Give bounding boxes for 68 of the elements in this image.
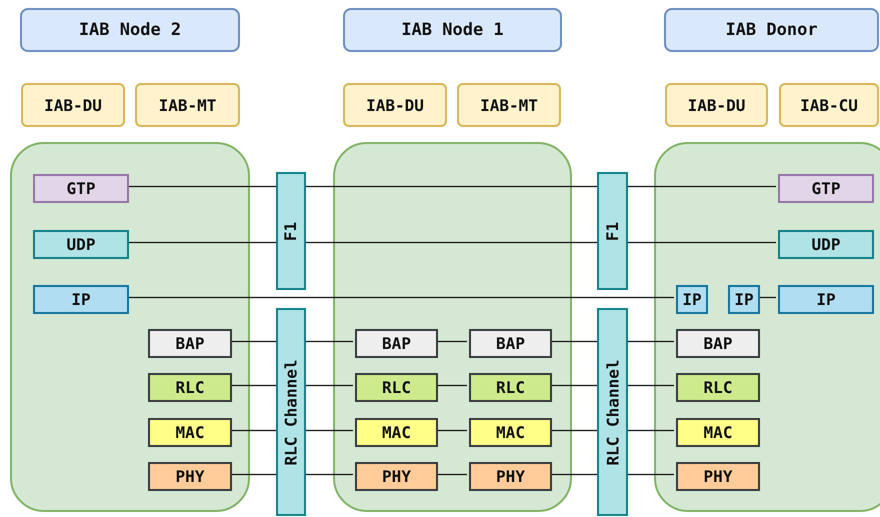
node-panel xyxy=(654,142,880,512)
connector-line xyxy=(127,296,674,298)
protocol-layer: BAP xyxy=(355,329,438,358)
protocol-layer: PHY xyxy=(148,462,232,491)
connector-line xyxy=(230,474,276,476)
protocol-layer: BAP xyxy=(469,329,552,358)
function-label: IAB-MT xyxy=(135,83,240,127)
interface-bar: F1 xyxy=(276,172,306,290)
protocol-layer: IP xyxy=(778,285,874,314)
protocol-layer: PHY xyxy=(469,462,552,491)
protocol-layer: PHY xyxy=(355,462,438,491)
protocol-layer: BAP xyxy=(148,329,232,358)
function-label: IAB-CU xyxy=(779,83,879,127)
connector-line xyxy=(127,242,276,244)
connector-line xyxy=(436,384,467,386)
connector-line xyxy=(436,474,467,476)
protocol-layer: IP xyxy=(728,285,760,314)
connector-line xyxy=(306,340,353,342)
node-panel xyxy=(333,142,572,512)
protocol-layer: BAP xyxy=(676,329,760,358)
protocol-layer: MAC xyxy=(355,418,438,447)
connector-line xyxy=(628,474,674,476)
connector-line xyxy=(628,384,674,386)
protocol-layer: RLC xyxy=(355,373,438,402)
connector-line xyxy=(436,430,467,432)
connector-line xyxy=(127,186,276,188)
connector-line xyxy=(306,474,353,476)
interface-bar: RLC Channel xyxy=(276,308,306,516)
connector-line xyxy=(436,340,467,342)
function-label: IAB-DU xyxy=(665,83,768,127)
function-label: IAB-DU xyxy=(21,83,125,127)
protocol-layer: RLC xyxy=(148,373,232,402)
protocol-layer: RLC xyxy=(676,373,760,402)
interface-bar: RLC Channel xyxy=(597,308,628,516)
node-header: IAB Node 1 xyxy=(343,8,562,52)
connector-line xyxy=(230,430,276,432)
protocol-layer: GTP xyxy=(778,174,874,203)
protocol-layer: PHY xyxy=(676,462,760,491)
protocol-layer: RLC xyxy=(469,373,552,402)
connector-line xyxy=(628,340,674,342)
connector-line xyxy=(306,186,597,188)
connector-line xyxy=(628,430,674,432)
connector-line xyxy=(306,384,353,386)
connector-line xyxy=(550,474,597,476)
protocol-layer: MAC xyxy=(148,418,232,447)
node-panel xyxy=(10,142,250,512)
protocol-layer: MAC xyxy=(676,418,760,447)
protocol-layer: UDP xyxy=(33,230,129,259)
node-header: IAB Node 2 xyxy=(20,8,240,52)
protocol-layer: MAC xyxy=(469,418,552,447)
connector-line xyxy=(758,296,776,298)
connector-line xyxy=(230,384,276,386)
connector-line xyxy=(550,340,597,342)
protocol-layer: IP xyxy=(33,285,129,314)
interface-bar: F1 xyxy=(597,172,628,290)
connector-line xyxy=(306,430,353,432)
connector-line xyxy=(628,242,776,244)
node-header: IAB Donor xyxy=(664,8,879,52)
connector-line xyxy=(550,430,597,432)
connector-line xyxy=(306,242,597,244)
protocol-layer: UDP xyxy=(778,230,874,259)
function-label: IAB-MT xyxy=(457,83,561,127)
protocol-layer: GTP xyxy=(33,174,129,203)
connector-line xyxy=(550,384,597,386)
connector-line xyxy=(230,340,276,342)
protocol-layer: IP xyxy=(676,285,708,314)
function-label: IAB-DU xyxy=(343,83,447,127)
connector-line xyxy=(628,186,776,188)
